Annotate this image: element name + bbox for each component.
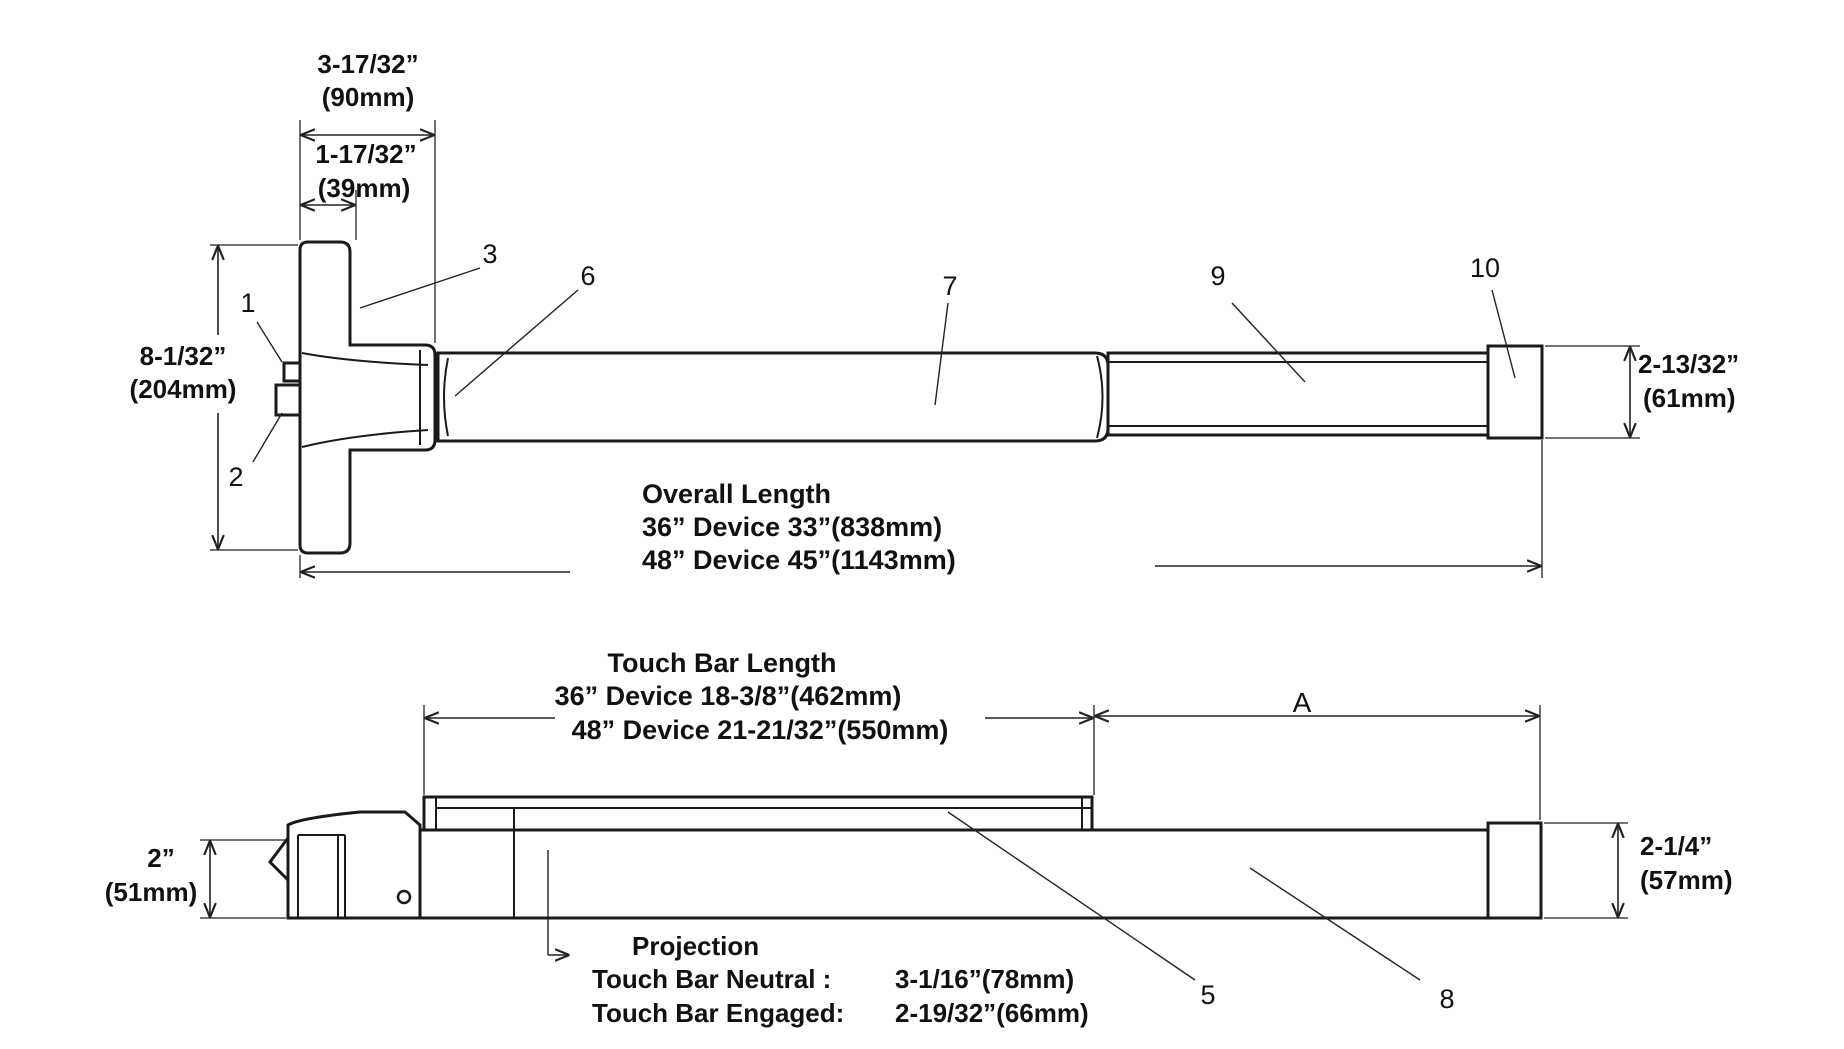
touch-bar-side [422,795,1094,918]
callout-8: 8 [1439,984,1454,1014]
top-view: 3-17/32” (90mm) 1-17/32” (39mm) 8-1/32” … [118,49,1739,578]
base-rail-side [418,828,1490,920]
callout-leaders-side [947,811,1421,981]
side-height-left-in: 2” [147,843,174,873]
dim-height-right [1545,345,1640,439]
touch-bar-top [436,351,1110,443]
overall-length-36: 36” Device 33”(838mm) [642,512,942,542]
chassis-side [268,810,422,920]
callout-5: 5 [1200,980,1215,1010]
height-left-in: 8-1/32” [140,341,227,371]
side-height-left-mm: (51mm) [105,877,197,907]
touch-bar-label-bg [555,690,985,750]
dim-width-overall [299,120,436,343]
touch-bar-length-36: 36” Device 18-3/8”(462mm) [555,681,902,711]
touch-bar-length-48: 48” Device 21-21/32”(550mm) [572,715,949,745]
side-height-right-in: 2-1/4” [1640,831,1712,861]
callout-10: 10 [1470,253,1500,283]
projection-engaged-label: Touch Bar Engaged: [592,998,844,1028]
latch-bolt [282,361,302,383]
dim-width-pad [302,190,357,240]
callout-2: 2 [228,462,243,492]
dim-height-side-right [1544,822,1628,919]
height-left-label-bg [118,335,250,413]
side-view: Touch Bar Length 36” Device 18-3/8”(462m… [105,648,1733,1028]
height-right-mm: (61mm) [1643,383,1735,413]
height-right-in: 2-13/32” [1638,349,1739,379]
height-left-mm: (204mm) [130,374,237,404]
touch-bar-length-title: Touch Bar Length [608,648,837,678]
projection-neutral-label: Touch Bar Neutral : [592,964,831,994]
callout-7: 7 [942,271,957,301]
projection-marker [547,850,568,955]
width-pad-in: 1-17/32” [315,139,416,169]
dogging-spindle [274,383,302,417]
callout-9: 9 [1210,261,1225,291]
callout-3: 3 [482,239,497,269]
end-cap-top [1486,344,1544,440]
width-overall-mm: (90mm) [322,82,414,112]
dim-a-label: A [1293,687,1312,718]
projection-title: Projection [632,931,759,961]
dim-overall-length [299,440,1543,578]
width-pad-mm: (39mm) [318,173,410,203]
callout-leaders-top [252,267,1516,463]
overall-length-title: Overall Length [642,479,831,509]
base-rail-top [1106,351,1490,437]
dim-a [1096,705,1541,820]
side-height-right-mm: (57mm) [1640,865,1732,895]
callout-6: 6 [580,261,595,291]
overall-length-48: 48” Device 45”(1143mm) [642,545,956,575]
projection-neutral-value: 3-1/16”(78mm) [895,964,1074,994]
end-cap-side [1486,821,1543,920]
width-overall-in: 3-17/32” [317,49,418,79]
callout-1: 1 [240,288,255,318]
dim-height-side-left [200,839,286,919]
chassis-top [298,240,437,555]
projection-engaged-value: 2-19/32”(66mm) [895,998,1089,1028]
